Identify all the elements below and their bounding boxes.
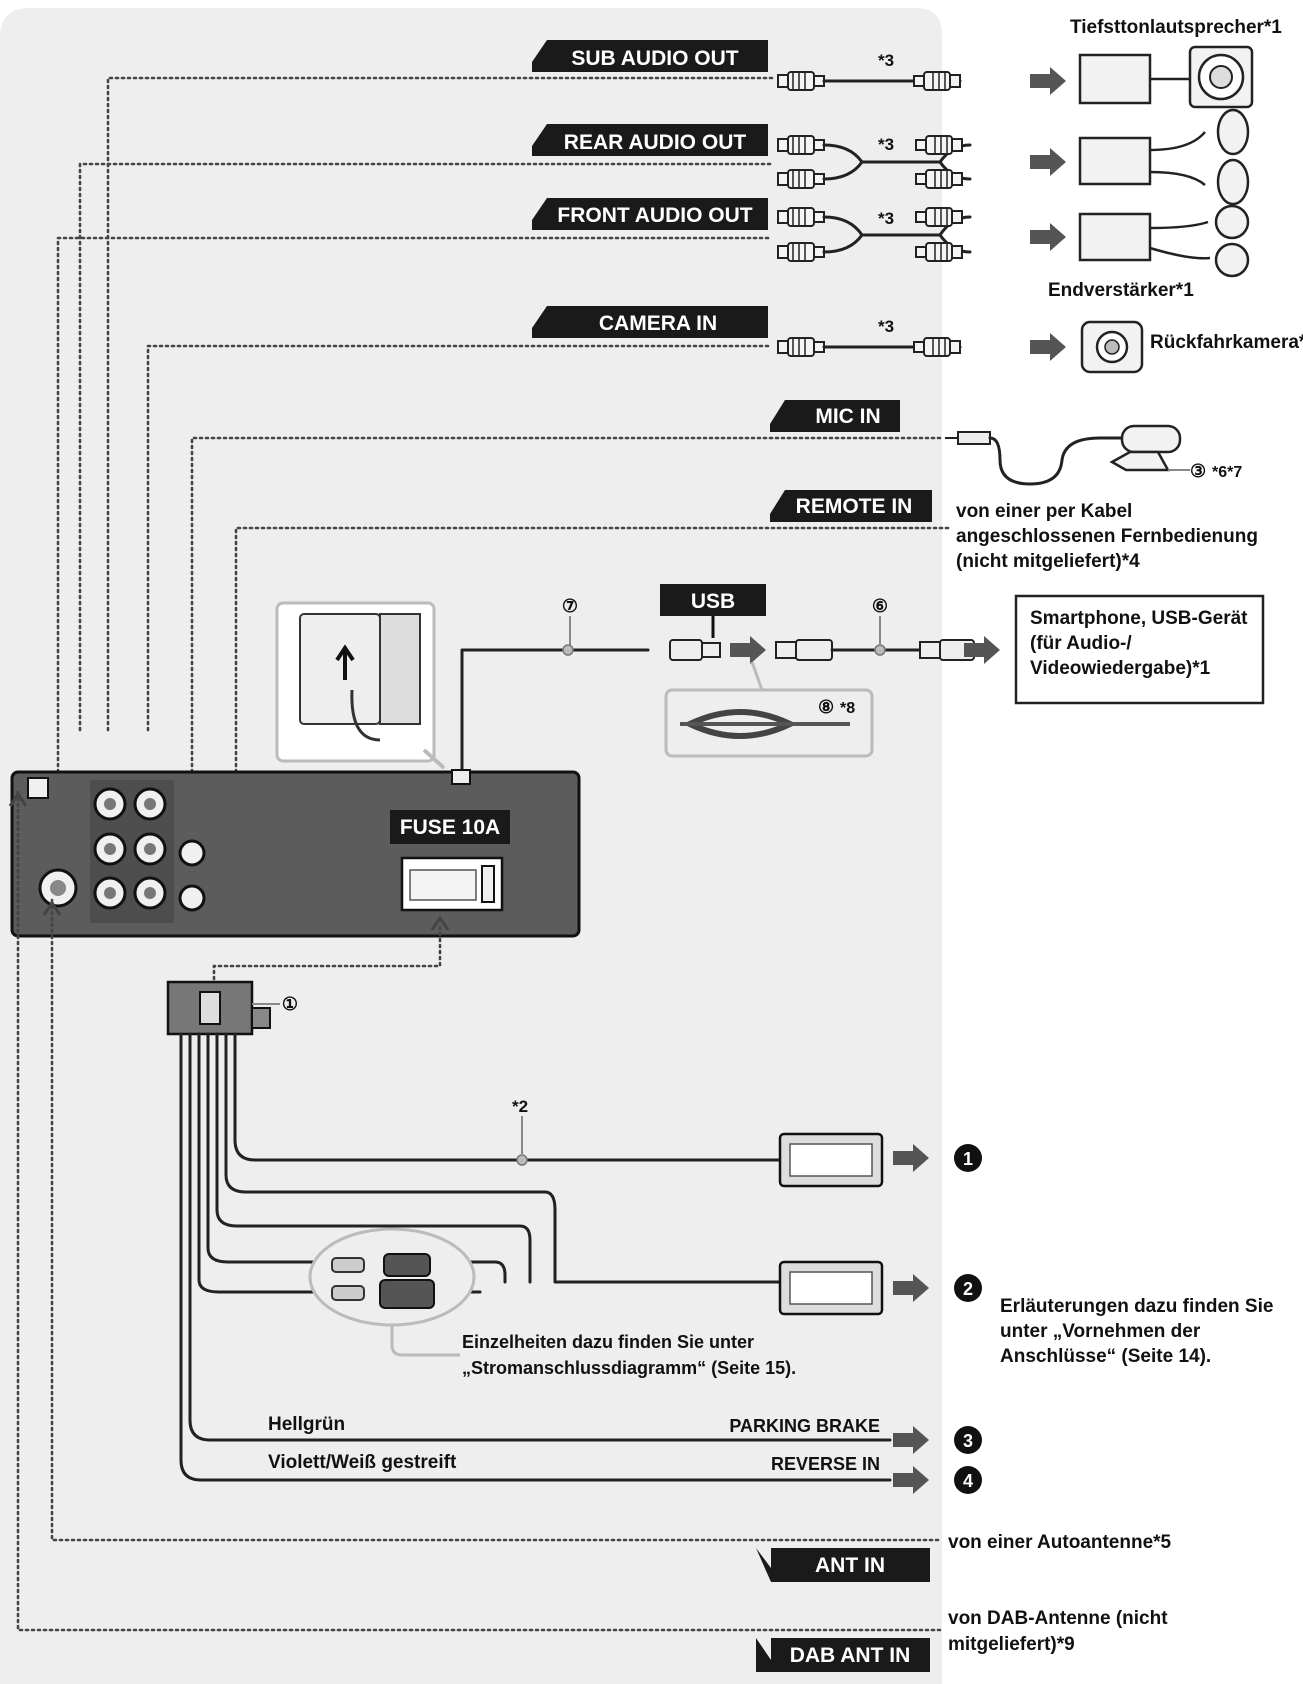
- parking-brake-label: PARKING BRAKE: [729, 1416, 880, 1436]
- front-arrow: [1030, 223, 1066, 251]
- sub-audio-out-label-bg: [532, 40, 768, 72]
- rear-audio-out-label-bg: [532, 124, 768, 156]
- subwoofer-label: Tiefsttonlautsprecher*1: [1070, 17, 1282, 38]
- usb-label-bg: [660, 584, 766, 616]
- mic-dotted-line: [190, 436, 942, 840]
- marker-2: 2: [963, 1279, 973, 1299]
- remote-in-label-bg: [770, 490, 932, 522]
- rear-amp-box: [1078, 136, 1152, 186]
- remote-text-2: angeschlossenen Fernbedienung: [956, 526, 1258, 547]
- wire-bundle-4: [197, 1032, 482, 1294]
- car-antenna-text: von einer Autoantenne*5: [948, 1532, 1172, 1553]
- conn-ref-1: Erläuterungen dazu finden Sie: [1000, 1296, 1273, 1317]
- dab-ant-in-label-bg: [771, 1638, 930, 1672]
- dab-text-1: von DAB-Antenne (nicht: [948, 1608, 1168, 1629]
- callout-7: ⑦: [562, 596, 578, 616]
- usb-cable-unit: [460, 648, 650, 772]
- wire-reverse-in: [179, 1032, 892, 1482]
- smartphone-text-3: Videowiedergabe)*1: [1030, 658, 1211, 679]
- microphone: [1120, 424, 1182, 454]
- usb-label: USB: [691, 590, 735, 613]
- note-2: *2: [512, 1097, 528, 1116]
- camera-dotted-line: [146, 344, 774, 732]
- front-note: *3: [878, 209, 894, 228]
- subwoofer-amp-box: [1078, 53, 1152, 105]
- rear-note: *3: [878, 135, 894, 154]
- remote-dotted-line: [234, 526, 952, 900]
- marker-3: 3: [963, 1431, 973, 1451]
- mic-note: *6*7: [1212, 464, 1242, 481]
- callout-1: ①: [282, 994, 298, 1014]
- camera-in-label: CAMERA IN: [599, 312, 717, 335]
- reverse-in-label: REVERSE IN: [771, 1454, 880, 1474]
- fuse: [481, 865, 495, 903]
- usb-socket-a: [669, 639, 703, 661]
- rca-jacks: [27, 777, 206, 912]
- wire-bundle-2: [215, 1032, 532, 1284]
- rear-audio-out-label: REAR AUDIO OUT: [564, 131, 747, 154]
- power-ref-1: Einzelheiten dazu finden Sie unter: [462, 1332, 754, 1352]
- sub-note: *3: [878, 51, 894, 70]
- mic-callout: ③: [1190, 461, 1206, 481]
- marker-4: 4: [963, 1471, 973, 1491]
- wire-color-light-green: Hellgrün: [268, 1414, 345, 1435]
- front-audio-dotted-line: [56, 236, 774, 822]
- wire-color-violet-white: Violett/Weiß gestreift: [268, 1452, 457, 1473]
- rear-speaker-2: [1216, 158, 1250, 206]
- harness-dotted-line: [212, 923, 442, 987]
- callout-6: ⑥: [872, 596, 888, 616]
- camera-in-label-bg: [532, 306, 768, 338]
- fuse-label: FUSE 10A: [400, 816, 500, 839]
- mic-clip: [1109, 450, 1171, 472]
- front-audio-out-label: FRONT AUDIO OUT: [557, 204, 752, 227]
- smartphone-text-2: (für Audio-/: [1030, 633, 1132, 654]
- rear-camera-label: Rückfahrkamera*1: [1150, 332, 1303, 353]
- fuse-label-bg: [390, 810, 510, 844]
- marker-1: 1: [963, 1149, 973, 1169]
- rear-arrow: [1030, 148, 1066, 176]
- front-amp-box: [1078, 212, 1152, 262]
- wire-bundle-1: [224, 1032, 782, 1284]
- callout-8: ⑧: [818, 697, 834, 717]
- wire-parking-brake: [188, 1032, 892, 1442]
- ant-dotted-line: [50, 898, 942, 1542]
- mic-in-label: MIC IN: [815, 405, 880, 428]
- ant-in-label: ANT IN: [815, 1554, 885, 1577]
- remote-text-1: von einer per Kabel: [956, 501, 1132, 522]
- smartphone-text-1: Smartphone, USB-Gerät: [1030, 608, 1248, 629]
- rear-audio-dotted-line: [78, 162, 774, 732]
- usb-plug: [795, 639, 833, 661]
- amplifier-label: Endverstärker*1: [1048, 280, 1194, 301]
- power-ref-2: „Stromanschlussdiagramm“ (Seite 15).: [462, 1358, 796, 1378]
- dab-text-2: mitgeliefert)*9: [948, 1634, 1075, 1655]
- conn-ref-2: unter „Vornehmen der: [1000, 1321, 1201, 1342]
- sub-audio-out-label: SUB AUDIO OUT: [571, 47, 738, 70]
- remote-in-label: REMOTE IN: [796, 495, 913, 518]
- remote-text-3: (nicht mitgeliefert)*4: [956, 551, 1140, 572]
- cable-tie-note: *8: [840, 700, 855, 717]
- mic-cable: [988, 436, 1124, 486]
- camera-arrow: [1030, 333, 1066, 361]
- mic-in-label-bg: [770, 400, 900, 432]
- rear-speaker-1: [1216, 108, 1250, 156]
- sub-audio-dotted-line: [106, 76, 774, 732]
- smartphone-box: [1014, 594, 1265, 705]
- dab-ant-in-label: DAB ANT IN: [790, 1644, 911, 1667]
- dab-dotted-line: [16, 790, 942, 1632]
- front-audio-out-label-bg: [532, 198, 768, 230]
- front-speaker-1: [1214, 204, 1250, 240]
- camera-note: *3: [878, 317, 894, 336]
- wire-to-1: [233, 1032, 782, 1162]
- front-speaker-2: [1214, 242, 1250, 278]
- conn-ref-3: Anschlüsse“ (Seite 14).: [1000, 1346, 1211, 1367]
- sub-arrow: [1030, 67, 1066, 95]
